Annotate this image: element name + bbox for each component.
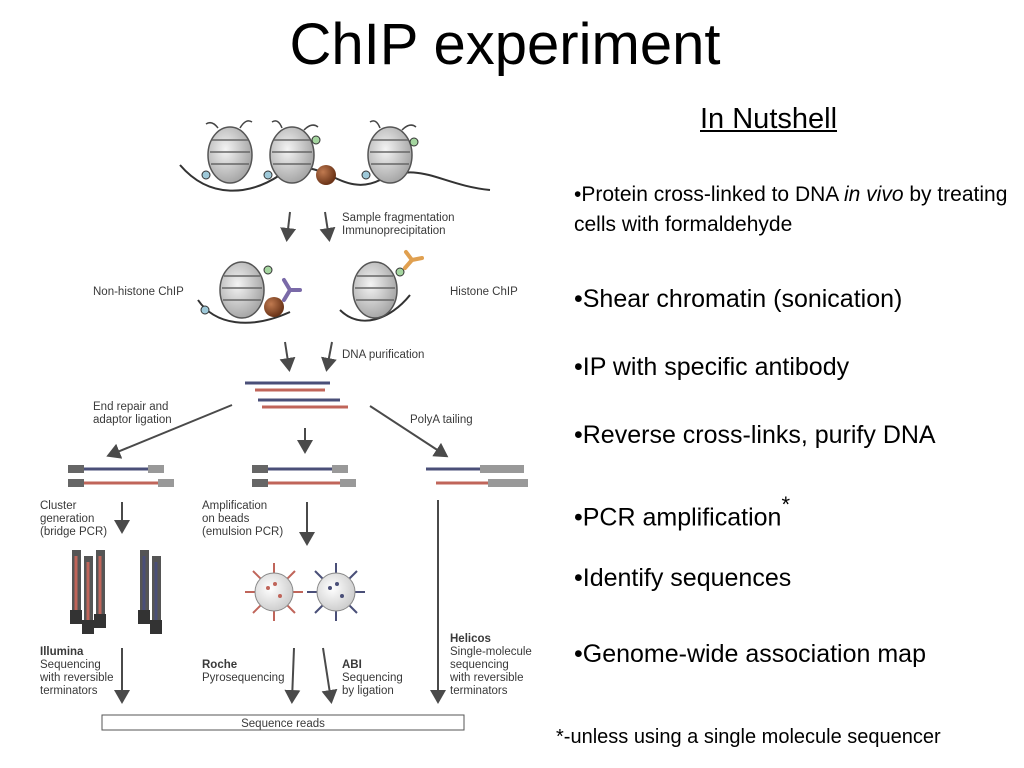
antibody-icon [403,250,424,270]
cluster-label: Cluster [40,500,77,512]
end-repair-label: End repair and [93,401,168,413]
non-histone-chip-icon [197,261,302,324]
helicos-desc: sequencing [450,659,509,671]
amplification-label: (emulsion PCR) [202,526,283,538]
antibody-icon [282,278,302,302]
nucleosome-icon [201,120,253,184]
bullet-reverse: •Reverse cross-links, purify DNA [574,421,936,449]
abi-label: ABI [342,659,362,671]
arrow [319,211,336,242]
arrow [369,405,449,458]
slide-title: ChIP experiment [289,12,721,77]
bead-red-icon [245,563,303,621]
subtitle: In Nutshell [700,103,838,135]
histone-label: Histone ChIP [450,286,518,298]
roche-desc: Pyrosequencing [202,672,284,684]
arrow [106,404,233,459]
adaptor-ligation-label: adaptor ligation [93,414,172,426]
dna-fragments [245,381,348,409]
bullet-crosslink: •Protein cross-linked to DNA in vivo by … [574,180,1014,240]
sequence-reads-box [101,714,465,731]
asterisk: * [781,492,790,517]
illumina-label: Illumina [40,646,84,658]
helicos-label: Helicos [450,633,491,645]
polya-tailing-label: PolyA tailing [410,414,473,426]
abi-desc: Sequencing [342,672,403,684]
arrow [321,647,338,704]
step-label-ip: Immunoprecipitation [342,225,446,237]
amplification-label: on beads [202,513,250,525]
bead-blue-icon [307,563,365,621]
adaptor-fragments-beads [252,465,356,487]
non-histone-label: Non-histone ChIP [93,286,184,298]
illumina-desc: Sequencing [40,659,101,671]
chip-seq-diagram: Sample fragmentation Immunoprecipitation… [39,120,532,731]
bullet-pcr: •PCR amplification* [574,492,790,532]
bullet-text: by treating cells with formaldehyde [574,183,1008,236]
bullet-genome: •Genome-wide association map [574,640,926,668]
roche-label: Roche [202,659,237,671]
nucleosome-icon [361,120,419,184]
cluster-red-icon [70,550,106,634]
cluster-label: generation [40,513,94,525]
histone-chip-icon [339,250,424,322]
cluster-blue-icon [138,550,162,634]
protein-icon [316,165,336,185]
helicos-desc: terminators [450,685,508,697]
bullet-shear: •Shear chromatin (sonication) [574,285,903,313]
abi-desc: by ligation [342,685,394,697]
arrow [280,211,297,242]
helicos-desc: with reversible [449,672,524,684]
sequence-reads-label: Sequence reads [241,718,325,730]
bullet-ip: •IP with specific antibody [574,353,850,381]
bullet-identify: •Identify sequences [574,564,792,592]
arrow [284,647,301,704]
arrow [321,341,337,372]
step-label-fragmentation: Sample fragmentation [342,212,455,224]
helicos-desc: Single-molecule [450,646,532,658]
illumina-desc: terminators [40,685,98,697]
arrow [279,341,296,372]
dna-purification-label: DNA purification [342,349,424,361]
nucleosome-icon [263,120,321,184]
bullet-text: •PCR amplification [574,503,782,532]
adaptor-fragments-illumina [68,465,174,487]
bullet-emphasis: in vivo [843,183,904,206]
cluster-label: (bridge PCR) [40,526,107,538]
bullet-text: •Protein cross-linked to DNA [574,183,844,206]
amplification-label: Amplification [202,500,267,512]
footnote: *-unless using a single molecule sequenc… [556,726,941,748]
illumina-desc: with reversible [39,672,114,684]
chromatin-top [179,120,491,192]
polya-fragments [426,465,528,487]
